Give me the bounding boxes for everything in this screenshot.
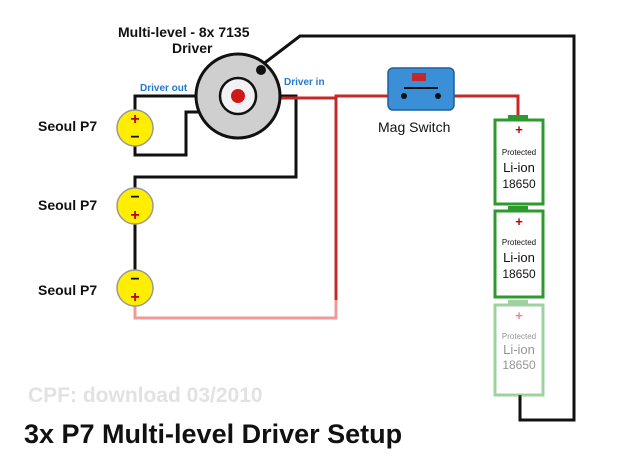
mag-switch-terminal-right [435,93,441,99]
diagram-caption: 3x P7 Multi-level Driver Setup [24,419,402,449]
battery-1-line2: Li-ion [503,160,535,175]
battery-3-cap [508,300,528,305]
driver-out-label: Driver out [140,83,188,94]
battery-1-cap [508,115,528,120]
driver-board [194,52,282,140]
battery-3-line1: Protected [502,332,536,341]
battery-1-body [493,118,545,206]
led-3-top-symbol: − [130,271,139,288]
battery-2-line2: Li-ion [503,250,535,265]
driver-in-label: Driver in [284,77,325,88]
led-2-body [116,187,154,225]
led-2-label: Seoul P7 [38,197,97,213]
battery-1: + Protected Li-ion 18650 [493,115,545,206]
driver-title-line2: Driver [172,40,213,56]
battery-3-body [493,303,545,397]
wire-led1-negative [133,110,210,157]
battery-2-cap [508,206,528,211]
battery-2-body [493,209,545,299]
driver-center-dot [231,89,245,103]
mag-switch-terminal-left [401,93,407,99]
led-2-top-symbol: − [130,189,139,206]
led-3: − + [116,269,154,307]
battery-2-line3: 18650 [502,267,536,281]
wire-driver-to-battery-negative [257,34,576,422]
mag-switch-button [412,73,426,81]
led-3-bottom-symbol: + [130,289,139,306]
driver-title-line1: Multi-level - 8x 7135 [118,24,250,40]
led-2-bottom-symbol: + [130,207,139,224]
battery-3-plus: + [515,308,523,323]
mag-switch [387,67,455,111]
wire-led2-negative [133,94,298,190]
battery-1-plus: + [515,122,523,137]
wire-driver-out [133,94,205,110]
led-1: + − [116,109,154,147]
mag-switch-label: Mag Switch [378,119,450,135]
led-1-body [116,109,154,147]
led-1-top-symbol: + [130,111,139,128]
led-2: − + [116,187,154,225]
led-1-label: Seoul P7 [38,118,97,134]
battery-3-line3: 18650 [502,358,536,372]
led-3-label: Seoul P7 [38,282,97,298]
battery-1-line1: Protected [502,148,536,157]
wires [133,34,576,422]
watermark: CPF: download 03/2010 [28,384,263,407]
battery-2-line1: Protected [502,238,536,247]
battery-3-line2: Li-ion [503,342,535,357]
wire-switch-to-battery [452,94,520,120]
led-3-body [116,269,154,307]
wire-led3-return [133,300,338,320]
battery-1-line3: 18650 [502,177,536,191]
driver-contact-dot [256,65,266,75]
battery-2: + Protected Li-ion 18650 [493,206,545,299]
battery-2-plus: + [515,214,523,229]
led-1-bottom-symbol: − [130,129,139,146]
battery-3: + Protected Li-ion 18650 [493,300,545,397]
